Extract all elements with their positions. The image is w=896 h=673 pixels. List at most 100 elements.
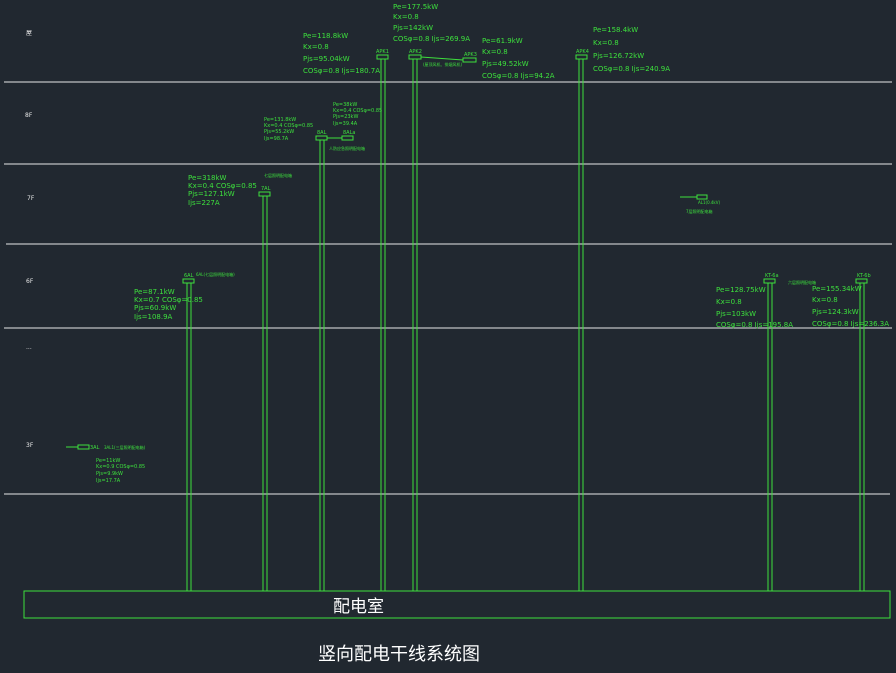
floor-label: 屋 [26, 30, 32, 37]
box-3al [77, 444, 90, 450]
load-line: Pjs=95.04kW [303, 55, 350, 63]
feeder-tag: 8ALa [343, 130, 355, 136]
annotation: 6AL(七层照明配电箱) [196, 271, 235, 277]
feeder-tag: KT-6a [765, 273, 779, 279]
riser-apk2 [412, 59, 418, 591]
load-line: Pe=61.9kW [482, 37, 523, 45]
feeder-tag: 3AL [90, 445, 100, 451]
riser-kt6b [859, 283, 865, 591]
load-line: Pe=155.34kW [812, 285, 862, 293]
feeder-tag: 7AL [261, 186, 271, 192]
load-line: Pe=38kW [333, 102, 357, 108]
load-block-kt6a: Pe=128.75kW Kx=0.8 Pjs=103kW COSφ=0.8 Ij… [716, 286, 793, 329]
load-line: Kx=0.8 [716, 298, 742, 306]
load-line: Ijs=39.4A [333, 121, 358, 127]
load-blocks: Pe=177.5kW Kx=0.8 Pjs=142kW COSφ=0.8 Ijs… [96, 3, 889, 484]
annotation: 7层照明配电箱 [686, 208, 713, 214]
annotation: 人防应急照明配电箱 [329, 145, 365, 151]
feeder-tag: APK2 [409, 49, 422, 55]
load-line: Pe=118.8kW [303, 32, 348, 40]
box-apk1 [376, 54, 389, 60]
load-line: Kx=0.8 [303, 43, 329, 51]
load-line: Pe=158.4kW [593, 26, 638, 34]
load-line: COSφ=0.8 Ijs=180.7A [303, 67, 380, 75]
load-line: Pe=128.75kW [716, 286, 766, 294]
annotation: 七层照明配电箱 [264, 172, 292, 178]
load-line: Pjs=142kW [393, 24, 433, 32]
annotation: (屋顶风机、排烟风机) [423, 61, 463, 67]
box-apk4 [575, 54, 588, 60]
load-line: COSφ=0.8 Ijs=195.8A [716, 321, 793, 329]
feeder-tag: APK3 [464, 52, 477, 58]
diagram-title: 竖向配电干线系统图 [318, 644, 480, 665]
distribution-room-label: 配电室 [333, 597, 384, 617]
box-8ala [341, 135, 354, 141]
floor-label: 6F [26, 278, 34, 285]
load-line: Pjs=126.72kW [593, 52, 644, 60]
feeder-tag: APK1 [376, 49, 389, 55]
load-line: Pe=177.5kW [393, 3, 438, 11]
load-line: Kx=0.4 COSφ=0.85 [333, 108, 382, 114]
box-6al [182, 278, 195, 284]
riser-8al [319, 140, 325, 591]
annotation: 3AL1(三层照明配电箱) [104, 444, 146, 450]
riser-kt6a [767, 283, 773, 591]
load-line: Pjs=55.2kW [264, 129, 294, 135]
load-line: Pjs=60.9kW [134, 304, 176, 312]
load-block-apk1: Pe=118.8kW Kx=0.8 Pjs=95.04kW COSφ=0.8 I… [303, 32, 380, 75]
load-line: Pjs=103kW [716, 310, 756, 318]
load-line: Pe=318kW [188, 174, 227, 182]
riser-6al [186, 283, 192, 591]
load-line: COSφ=0.8 Ijs=240.9A [593, 65, 670, 73]
box-kt6b [855, 278, 868, 284]
load-block-apk3: Pe=61.9kW Kx=0.8 Pjs=49.52kW COSφ=0.8 Ij… [482, 37, 555, 80]
floor-lines [4, 81, 892, 495]
load-block-apk2: Pe=177.5kW Kx=0.8 Pjs=142kW COSφ=0.8 Ijs… [393, 3, 470, 43]
feeder-tag: KT-6b [857, 273, 871, 279]
box-7f-right [696, 194, 708, 200]
load-line: Kx=0.8 [812, 296, 838, 304]
load-line: Pe=87.1kW [134, 288, 175, 296]
link-apk2-apk3 [420, 56, 464, 61]
load-line: Ijs=108.9A [134, 313, 173, 321]
load-line: Ijs=227A [188, 199, 220, 207]
box-7al [258, 191, 271, 197]
box-apk2 [408, 54, 422, 60]
load-line: COSφ=0.8 Ijs=236.3A [812, 320, 889, 328]
feeder-tags: APK1 APK2 APK3 APK4 8AL 8ALa 7AL 6AL KT-… [90, 49, 871, 451]
riser-7al [262, 196, 268, 591]
load-line: COSφ=0.8 Ijs=269.9A [393, 35, 470, 43]
load-line: Kx=0.8 [482, 48, 508, 56]
load-line: Kx=0.9 COSφ=0.85 [96, 464, 145, 470]
box-apk3 [462, 57, 477, 63]
load-line: Kx=0.7 COSφ=0.85 [134, 296, 203, 304]
load-line: Pjs=9.9kW [96, 471, 123, 477]
box-symbols [66, 54, 868, 450]
load-line: COSφ=0.8 Ijs=94.2A [482, 72, 555, 80]
load-block-3al: Pe=11kW Kx=0.9 COSφ=0.85 Pjs=9.9kW Ijs=1… [96, 458, 145, 484]
load-line: Pe=131.8kW [264, 117, 296, 123]
floor-label: ... [26, 344, 32, 351]
load-block-8ala: Pe=38kW Kx=0.4 COSφ=0.85 Pjs=23kW Ijs=39… [333, 102, 382, 127]
floor-label: 7F [27, 195, 35, 202]
risers [186, 59, 865, 591]
load-line: Kx=0.8 [593, 39, 619, 47]
annotation: 六层照明配电箱 [788, 279, 816, 285]
feeder-tag: 6AL [184, 273, 194, 279]
load-line: Pe=11kW [96, 458, 120, 464]
annotations: (屋顶风机、排烟风机) 人防应急照明配电箱 七层照明配电箱 AL1(0.4kV)… [104, 61, 816, 450]
load-line: Pjs=124.3kW [812, 308, 859, 316]
load-line: Ijs=98.7A [264, 136, 289, 142]
load-line: Kx=0.4 COSφ=0.85 [188, 182, 257, 190]
floor-label: 8F [25, 112, 33, 119]
box-8al [315, 135, 328, 141]
load-line: Pjs=23kW [333, 114, 358, 120]
feeder-tag: 8AL [317, 130, 327, 136]
floor-labels: 屋 8F 7F 6F ... 3F [25, 30, 35, 449]
riser-apk4 [578, 59, 584, 591]
riser-apk1 [380, 59, 386, 591]
annotation: AL1(0.4kV) [698, 200, 720, 205]
load-block-6al: Pe=87.1kW Kx=0.7 COSφ=0.85 Pjs=60.9kW Ij… [134, 288, 203, 321]
